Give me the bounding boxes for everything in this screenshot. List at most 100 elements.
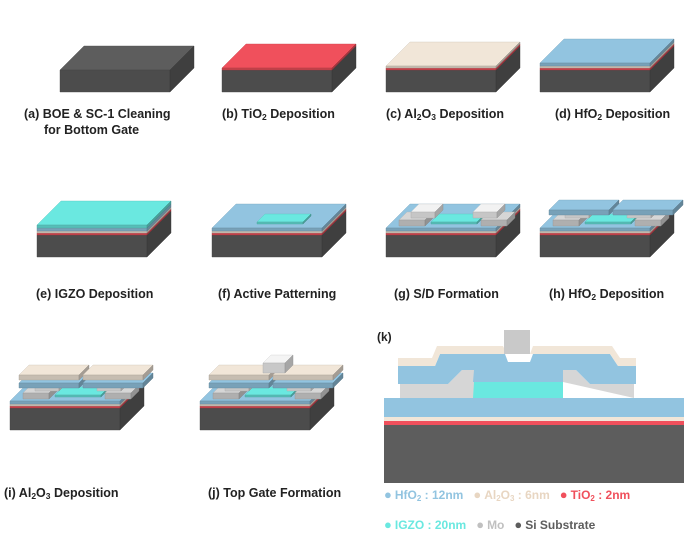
igzo-island-front [55,395,101,397]
si-substrate-front [212,235,322,257]
igzo-layer-front [37,225,147,228]
si-substrate-front [540,70,650,92]
tio2-layer-front [386,68,496,70]
si-substrate-front [386,70,496,92]
drain-top-front [473,212,497,218]
igzo-island-front [431,222,477,224]
hfo2-layer-front [540,63,650,66]
hfo2-layer-front [10,401,120,404]
igzo-island-front [245,395,291,397]
igzo-island-front [257,222,303,224]
al2o3-layer-front [540,66,650,68]
source-top-front [411,212,435,218]
panel-k-label: (k) [377,330,392,344]
step-e-block [37,201,171,257]
igzo-island-top [257,214,311,222]
top-hfo2-left-top [549,200,619,210]
tio2-layer-front [200,406,310,408]
step-g-block [386,204,520,257]
step-b-block [222,44,356,92]
bottom-hfo2-section [384,398,684,417]
legend-item: ●IGZO : 20nm [384,517,466,532]
top-al2o3-right-front [273,375,333,380]
tio2-layer-front [386,233,496,235]
caption-step-f: (f) Active Patterning [218,286,336,302]
step-j-block [200,355,343,430]
caption-step-d: (d) HfO2 Deposition [555,106,670,125]
drain-pad-front [295,393,321,399]
top-al2o3-left-front [209,375,269,380]
igzo-section [473,382,563,398]
legend-item: ●HfO2 : 12nm [384,487,463,503]
si-substrate-front [10,408,120,430]
si-substrate-front [200,408,310,430]
al2o3-layer-front [386,66,496,68]
al2o3-layer-front [540,231,650,233]
caption-step-i: (i) Al2O3 Deposition [4,485,119,504]
top-hfo2-right-front [83,383,143,388]
al2o3-section [384,417,684,421]
top-hfo2-left-front [209,383,269,388]
tio2-layer-front [540,68,650,70]
tio2-layer-front [212,233,322,235]
legend-item: ●Mo [476,517,504,532]
source-pad-front [23,393,49,399]
top-gate-section [504,330,530,354]
tio2-layer-front [10,406,120,408]
top-hfo2-left-front [549,210,609,215]
tio2-layer-front [540,233,650,235]
top-al2o3-left-top [19,365,89,375]
caption-step-e: (e) IGZO Deposition [36,286,153,302]
al2o3-layer-front [10,404,120,406]
top-al2o3-right-front [83,375,143,380]
si-substrate-front [386,235,496,257]
si-substrate-section [384,425,684,483]
hfo2-layer-front [540,228,650,231]
source-pad-front [213,393,239,399]
legend-item: ●Al2O3 : 6nm [473,487,549,503]
legend-item: ●Si Substrate [514,517,595,532]
hfo2-layer-front [37,228,147,231]
si-substrate-front [37,235,147,257]
caption-step-g: (g) S/D Formation [394,286,499,302]
hfo2-layer-front [200,401,310,404]
si-substrate-front [222,70,332,92]
top-hfo2-right-front [273,383,333,388]
top-hfo2-left-front [19,383,79,388]
step-a-block [60,46,194,92]
hfo2-layer-front [386,228,496,231]
si-substrate-front [540,235,650,257]
al2o3-layer-front [200,404,310,406]
hfo2-layer-front [212,228,322,231]
al2o3-layer-front [212,231,322,233]
step-i-block [10,365,153,430]
legend-item: ●TiO2 : 2nm [560,487,630,503]
caption-step-h: (h) HfO2 Deposition [549,286,664,305]
cross-section-k [384,330,684,483]
source-pad-front [399,220,425,226]
step-d-block [540,39,674,92]
al2o3-layer-front [386,231,496,233]
caption-step-j: (j) Top Gate Formation [208,485,341,501]
step-h-block [540,200,683,257]
si-substrate-front [60,70,170,92]
drain-pad-front [105,393,131,399]
tio2-layer-front [37,233,147,235]
drain-pad-front [481,220,507,226]
top-hfo2-right-front [613,210,673,215]
drain-pad-front [635,220,661,226]
top-hfo2-right-top [613,200,683,210]
step-f-block [212,204,346,257]
al2o3-layer-front [37,231,147,233]
caption-step-b: (b) TiO2 Deposition [222,106,335,125]
top-al2o3-right-top [83,365,153,375]
top-gate-front [263,363,285,373]
igzo-island-front [585,222,631,224]
tio2-section [384,421,684,425]
caption-step-c: (c) Al2O3 Deposition [386,106,504,125]
source-pad-front [553,220,579,226]
step-c-block [386,42,520,92]
tio2-layer-front [222,68,332,70]
